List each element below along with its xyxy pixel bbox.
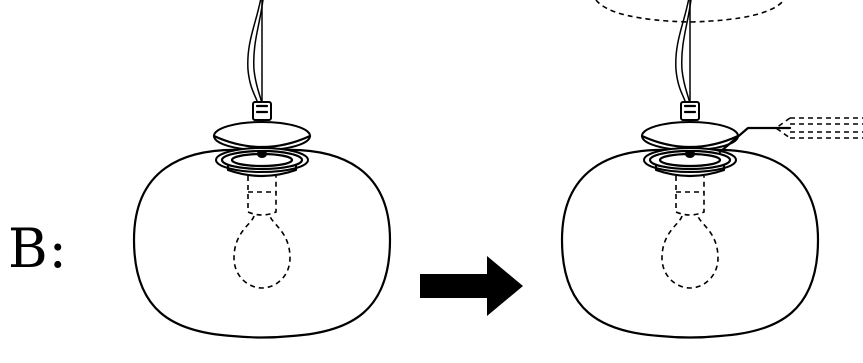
lamp-after [560, 0, 820, 339]
step-label: B: [8, 217, 68, 280]
ceiling-outline [595, 0, 785, 23]
lamp-before [132, 0, 392, 339]
arrow-right-icon [420, 256, 523, 316]
screwdriver-callout [718, 117, 863, 154]
